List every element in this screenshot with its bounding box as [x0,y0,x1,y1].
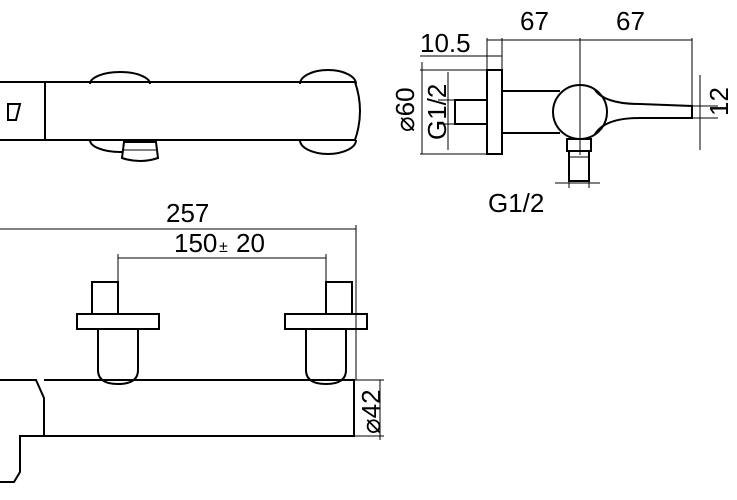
side-view: 10.5 67 67 12 ⌀60 G1/2 G1/2 [390,6,734,218]
side-view-wall-plate [486,69,503,155]
top-view-rosette-right-rear [299,69,357,85]
top-view-rosette-right-front [299,139,357,155]
front-view-spout [0,379,45,483]
dim-12-label: 12 [704,87,734,116]
top-view [0,69,361,162]
dim-67-right-label: 67 [616,6,645,36]
dim-dia60-label: ⌀60 [390,87,420,132]
front-view-body [44,379,355,437]
thread-vertical-label: G1/2 [422,84,452,140]
front-view: 257 150 ± 20 ⌀42 [0,198,386,483]
side-view-outlet-nut [566,138,592,152]
side-view-inlet [454,99,488,125]
dim-67-left-label: 67 [520,6,549,36]
dim-dia42-label: ⌀42 [356,389,386,434]
thread-bottom-label: G1/2 [488,188,544,218]
front-view-rosette-left [76,313,160,330]
front-view-stem-right [305,329,347,386]
front-view-inlet-right [325,281,353,315]
front-view-stem-left [97,329,139,386]
top-view-diverter [120,141,160,162]
front-view-rosette-right [284,313,368,330]
dim-tolerance-sign: ± [219,239,228,256]
side-view-handle [594,89,693,135]
top-view-body [0,81,361,141]
top-view-rosette-left-rear [89,71,151,85]
front-view-inlet-left [91,281,119,315]
dim-150-label: 150 [174,228,217,258]
dim-20-label: 20 [236,228,265,258]
dim-10-5-label: 10.5 [420,28,471,58]
dim-257-label: 257 [166,198,209,228]
top-view-spout-tip [7,103,22,121]
side-view-outlet [568,150,590,182]
